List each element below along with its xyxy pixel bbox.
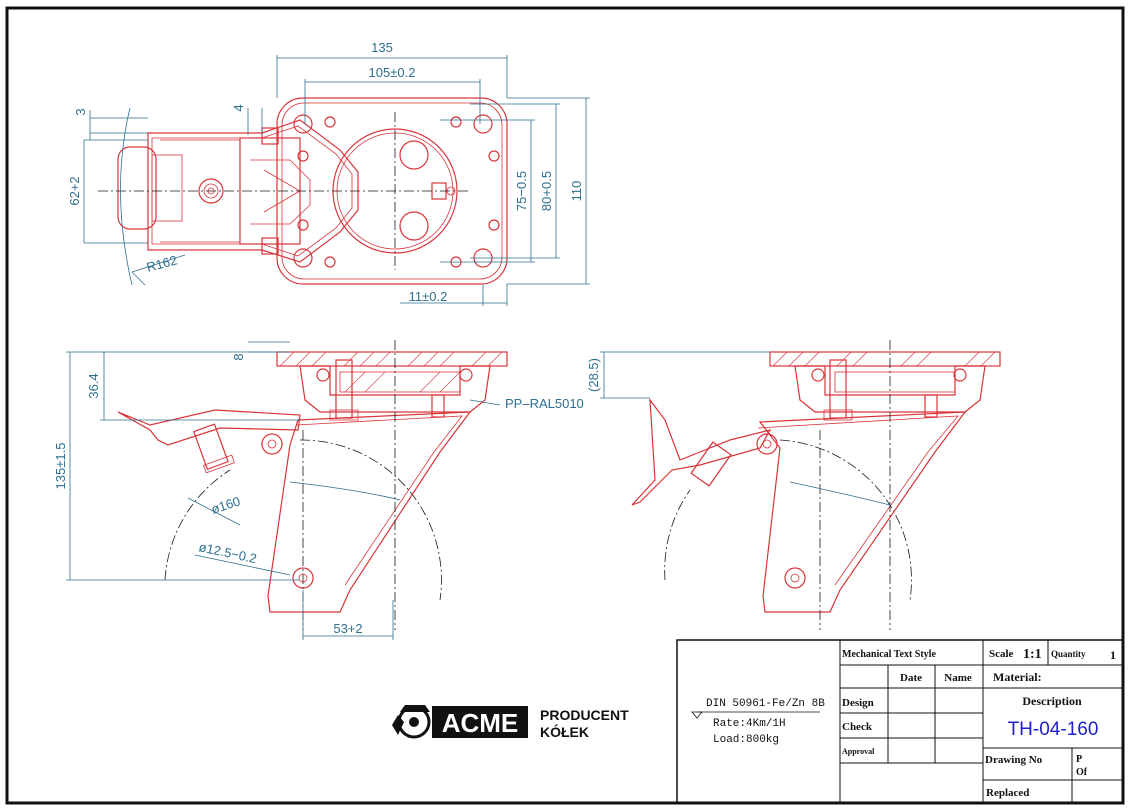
dim-r162: R162 xyxy=(145,252,179,275)
tb-of: Of xyxy=(1076,767,1088,778)
dim-28-5: (28.5) xyxy=(586,358,601,392)
tb-material: Material: xyxy=(993,670,1042,684)
notes: DIN 50961-Fe/Zn 8B Rate:4Km/1H Load:800k… xyxy=(691,698,825,746)
top-view xyxy=(83,55,590,306)
side-view-left xyxy=(66,340,508,640)
label-pp-ral5010: PP–RAL5010 xyxy=(505,396,584,411)
dim-8: 8 xyxy=(231,353,246,360)
tb-p: P xyxy=(1076,754,1082,765)
tb-replaced: Replaced xyxy=(986,787,1029,799)
dim-135: 135 xyxy=(371,40,393,55)
logo-line1: PRODUCENT xyxy=(540,707,629,723)
dim-53: 53+2 xyxy=(333,621,362,636)
dim-80: 80+0.5 xyxy=(539,171,554,211)
tb-style: Mechanical Text Style xyxy=(842,649,936,660)
tb-date: Date xyxy=(900,672,922,684)
tb-quantity-label: Quantity xyxy=(1051,649,1086,659)
tb-description-label: Description xyxy=(1022,694,1082,708)
note-spec: DIN 50961-Fe/Zn 8B xyxy=(706,698,825,710)
tb-description-value: TH-04-160 xyxy=(1008,719,1099,740)
dim-135-1-5: 135±1.5 xyxy=(53,443,68,490)
tb-drawing-no: Drawing No xyxy=(985,754,1043,766)
dim-d160: ø160 xyxy=(209,493,242,516)
sheet-border xyxy=(5,6,1125,805)
dim-110: 110 xyxy=(569,181,584,202)
tb-scale-label: Scale xyxy=(989,648,1014,660)
dim-11: 11±0.2 xyxy=(409,289,448,304)
note-rate: Rate:4Km/1H xyxy=(713,718,786,730)
logo-line2: KÓŁEK xyxy=(540,723,589,740)
dim-4: 4 xyxy=(231,104,246,111)
acme-logo: ACME PRODUCENT KÓŁEK xyxy=(392,705,629,740)
dim-62: 62+2 xyxy=(67,176,82,205)
dim-3: 3 xyxy=(73,108,88,115)
dim-36-4: 36.4 xyxy=(86,373,101,398)
tb-quantity-value: 1 xyxy=(1110,648,1116,662)
logo-brand: ACME xyxy=(442,708,519,738)
tb-check: Check xyxy=(842,721,873,733)
tb-approval: Approval xyxy=(842,747,875,756)
title-block xyxy=(676,639,1124,804)
note-load: Load:800kg xyxy=(713,734,779,746)
side-view-right xyxy=(600,340,1001,630)
dim-105: 105±0.2 xyxy=(369,65,416,80)
dim-75: 75−0.5 xyxy=(514,171,529,211)
tb-design: Design xyxy=(842,697,874,709)
tb-name: Name xyxy=(944,672,972,684)
tb-scale-value: 1:1 xyxy=(1023,647,1042,662)
